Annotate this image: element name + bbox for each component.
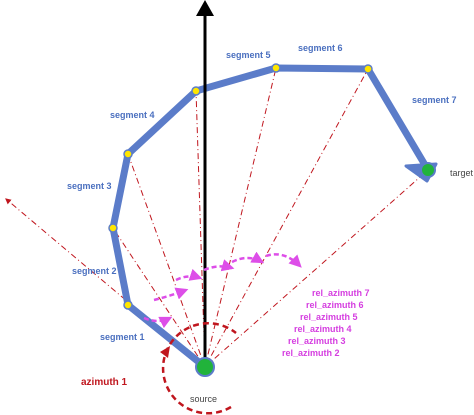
ray-to-target [204,169,429,368]
relative-azimuth-arcs [143,251,302,329]
rel-azimuth-5-label: rel_azimuth 5 [300,312,358,322]
segment-2-label: segment 2 [72,266,117,276]
rel-azimuth-2-label: rel_azimuth 2 [282,348,340,358]
rel-azimuth-3-label: rel_azimuth 3 [288,336,346,346]
vertex-node-2 [108,223,118,233]
vertex-rays [112,67,429,368]
vertex-nodes [108,63,373,310]
ray-to-vertex-3 [127,153,206,368]
ray-to-vertex-4 [195,90,206,368]
rel-arc-6 [231,251,265,264]
vertex-node-6 [363,64,373,74]
north-arrowhead [196,0,214,16]
rel-arc-7 [265,253,302,268]
segment-5-label: segment 5 [226,50,271,60]
ray-to-vertex-5 [204,67,277,368]
rel-azimuth-6-label: rel_azimuth 6 [306,300,364,310]
rel-arc-3 [153,287,189,302]
segment-3-label: segment 3 [67,181,112,191]
vertex-node-1 [123,300,133,310]
target-node [420,162,436,178]
ray-to-vertex-6 [204,68,369,368]
vertex-node-4 [191,86,201,96]
ray-to-vertex-2 [112,227,206,368]
rel-azimuth-7-label: rel_azimuth 7 [312,288,370,298]
source-node [195,357,215,377]
source-label: source [190,394,217,404]
segment-7-label: segment 7 [412,95,457,105]
path-line [109,64,432,371]
segment-4-label: segment 4 [110,110,155,120]
target-label: target [450,168,474,178]
rel-arc-2 [143,316,173,329]
rel-arc-5 [203,259,235,272]
rel-arc-4 [175,268,203,282]
azimuth-label: azimuth 1 [81,377,128,388]
azimuth-arc-arrowhead [160,346,170,358]
vertex-node-5 [271,63,281,73]
vertex-node-3 [123,149,133,159]
segment-6-label: segment 6 [298,43,343,53]
rel-azimuth-4-label: rel_azimuth 4 [294,324,352,334]
segment-1-label: segment 1 [100,332,145,342]
